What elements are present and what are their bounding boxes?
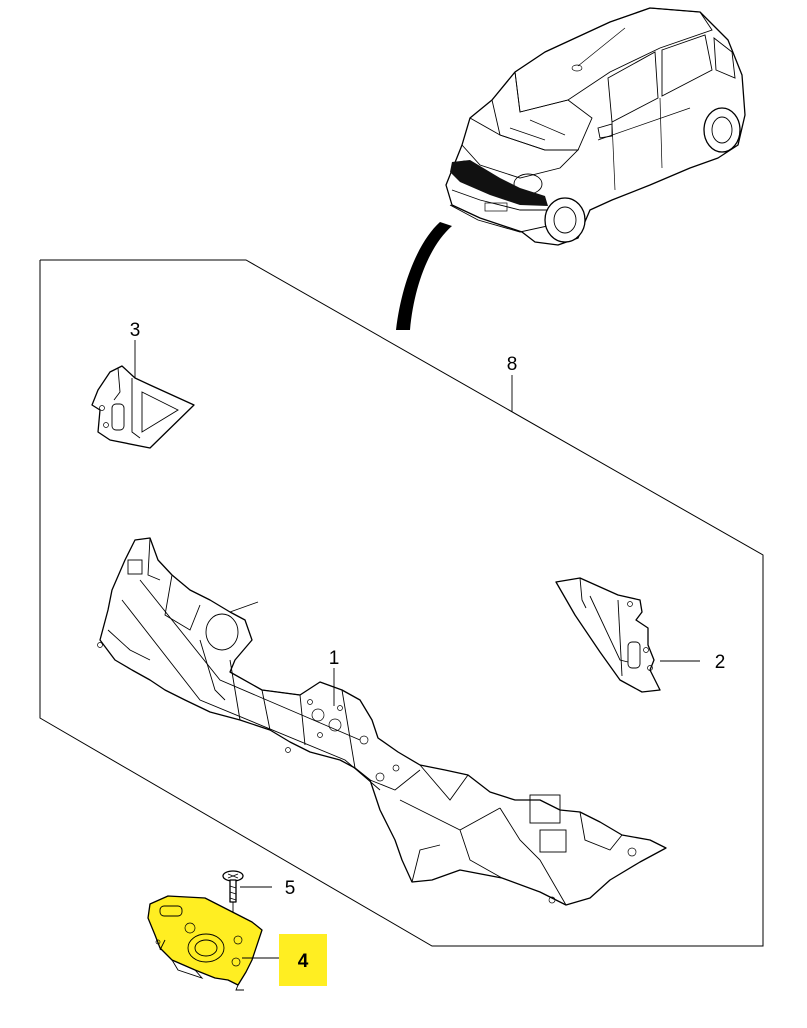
- part-3-bracket: [91, 365, 195, 449]
- callout-2: 2: [715, 652, 726, 673]
- part-1-cross-member: [97, 537, 667, 906]
- callout-1: 1: [329, 648, 340, 669]
- part-2-bracket: [555, 577, 661, 693]
- assembly-frame: [39, 259, 764, 947]
- part-5-bolt: [222, 870, 244, 945]
- car-illustration: [445, 7, 746, 246]
- callout-5: 5: [285, 878, 296, 899]
- part-4-highlight-fill: [147, 895, 263, 986]
- callout-4: 4: [298, 951, 309, 972]
- part-4-bracket: [147, 895, 263, 991]
- pointer-swoosh: [396, 222, 452, 330]
- callout-4-highlight-box: [279, 934, 327, 986]
- callout-8: 8: [507, 354, 518, 375]
- callout-3: 3: [130, 320, 141, 341]
